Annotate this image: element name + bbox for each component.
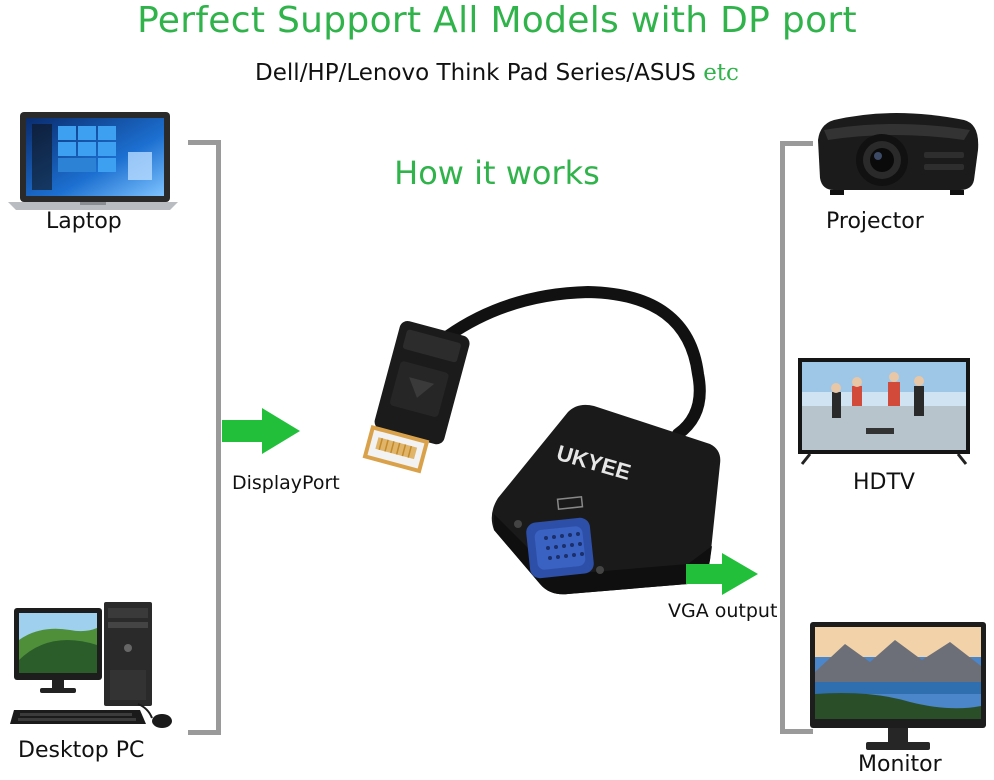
input-arrow-icon bbox=[222, 408, 300, 454]
input-label-displayport: DisplayPort bbox=[232, 472, 340, 494]
source-label-desktop-pc: Desktop PC bbox=[18, 738, 145, 763]
source-label-laptop: Laptop bbox=[46, 209, 122, 234]
compatibility-subtitle: Dell/HP/Lenovo Think Pad Series/ASUS etc bbox=[0, 60, 994, 86]
output-label-projector: Projector bbox=[826, 209, 924, 234]
page-title: Perfect Support All Models with DP port bbox=[137, 0, 857, 41]
output-label-monitor: Monitor bbox=[858, 752, 942, 777]
subtitle-etc: etc bbox=[703, 60, 739, 86]
output-arrow-icon bbox=[686, 553, 758, 595]
output-label-hdtv: HDTV bbox=[853, 470, 915, 495]
projector-icon bbox=[818, 113, 979, 195]
output-bracket bbox=[780, 141, 813, 734]
compatible-models: Dell/HP/Lenovo Think Pad Series/ASUS bbox=[255, 60, 696, 86]
how-it-works-heading: How it works bbox=[394, 154, 600, 192]
dp-to-vga-adapter-image: UKYEE bbox=[362, 285, 721, 595]
hdtv-icon bbox=[798, 358, 970, 465]
source-bracket bbox=[188, 140, 221, 735]
laptop-icon bbox=[8, 112, 178, 210]
output-label-vga: VGA output bbox=[668, 600, 778, 622]
monitor-icon bbox=[810, 622, 986, 750]
desktop-pc-icon bbox=[10, 602, 172, 728]
